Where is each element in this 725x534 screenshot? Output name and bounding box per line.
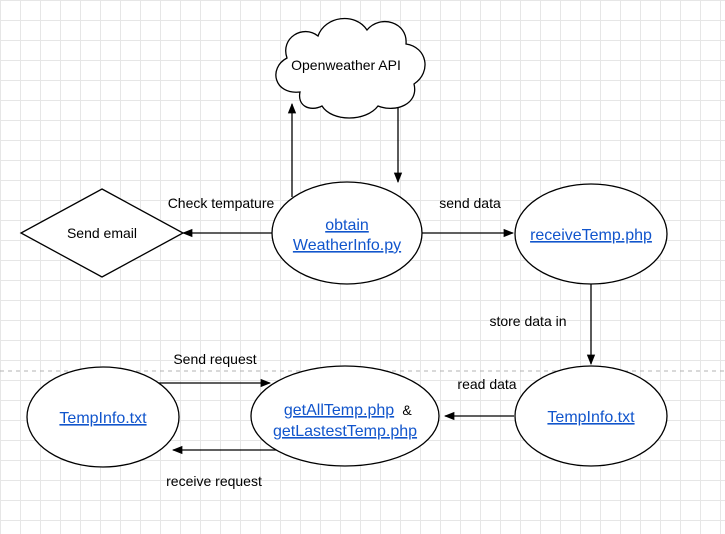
receive-temp-node[interactable] xyxy=(514,183,668,285)
obtain-weatherinfo-link-line1[interactable]: obtain xyxy=(325,217,369,234)
openweather-api-label: Openweather API xyxy=(291,57,401,73)
send-email-diamond[interactable] xyxy=(19,188,185,278)
get-all-temp-link[interactable]: getAllTemp.php xyxy=(284,402,394,419)
send-email-label: Send email xyxy=(67,225,137,241)
tempinfo-left-node[interactable] xyxy=(26,366,180,468)
tempinfo-right-node[interactable] xyxy=(514,365,668,467)
ampersand-label: & xyxy=(402,402,412,418)
get-latest-temp-link[interactable]: getLastestTemp.php xyxy=(273,423,417,440)
tempinfo-left-link[interactable]: TempInfo.txt xyxy=(59,410,147,427)
check-temperature-label: Check tempature xyxy=(168,195,275,211)
obtain-weatherinfo-link-line2[interactable]: WeatherInfo.py xyxy=(293,237,401,254)
openweather-api-cloud[interactable] xyxy=(275,17,426,119)
receive-request-label: receive request xyxy=(166,473,262,489)
store-data-label: store data in xyxy=(489,313,566,329)
receive-temp-link[interactable]: receiveTemp.php xyxy=(530,227,652,244)
read-data-label: read data xyxy=(457,376,516,392)
obtain-weatherinfo-node[interactable] xyxy=(271,181,423,285)
tempinfo-right-link[interactable]: TempInfo.txt xyxy=(547,409,635,426)
get-temp-node[interactable] xyxy=(250,365,440,467)
send-data-label: send data xyxy=(439,195,501,211)
send-request-label: Send request xyxy=(173,351,256,367)
